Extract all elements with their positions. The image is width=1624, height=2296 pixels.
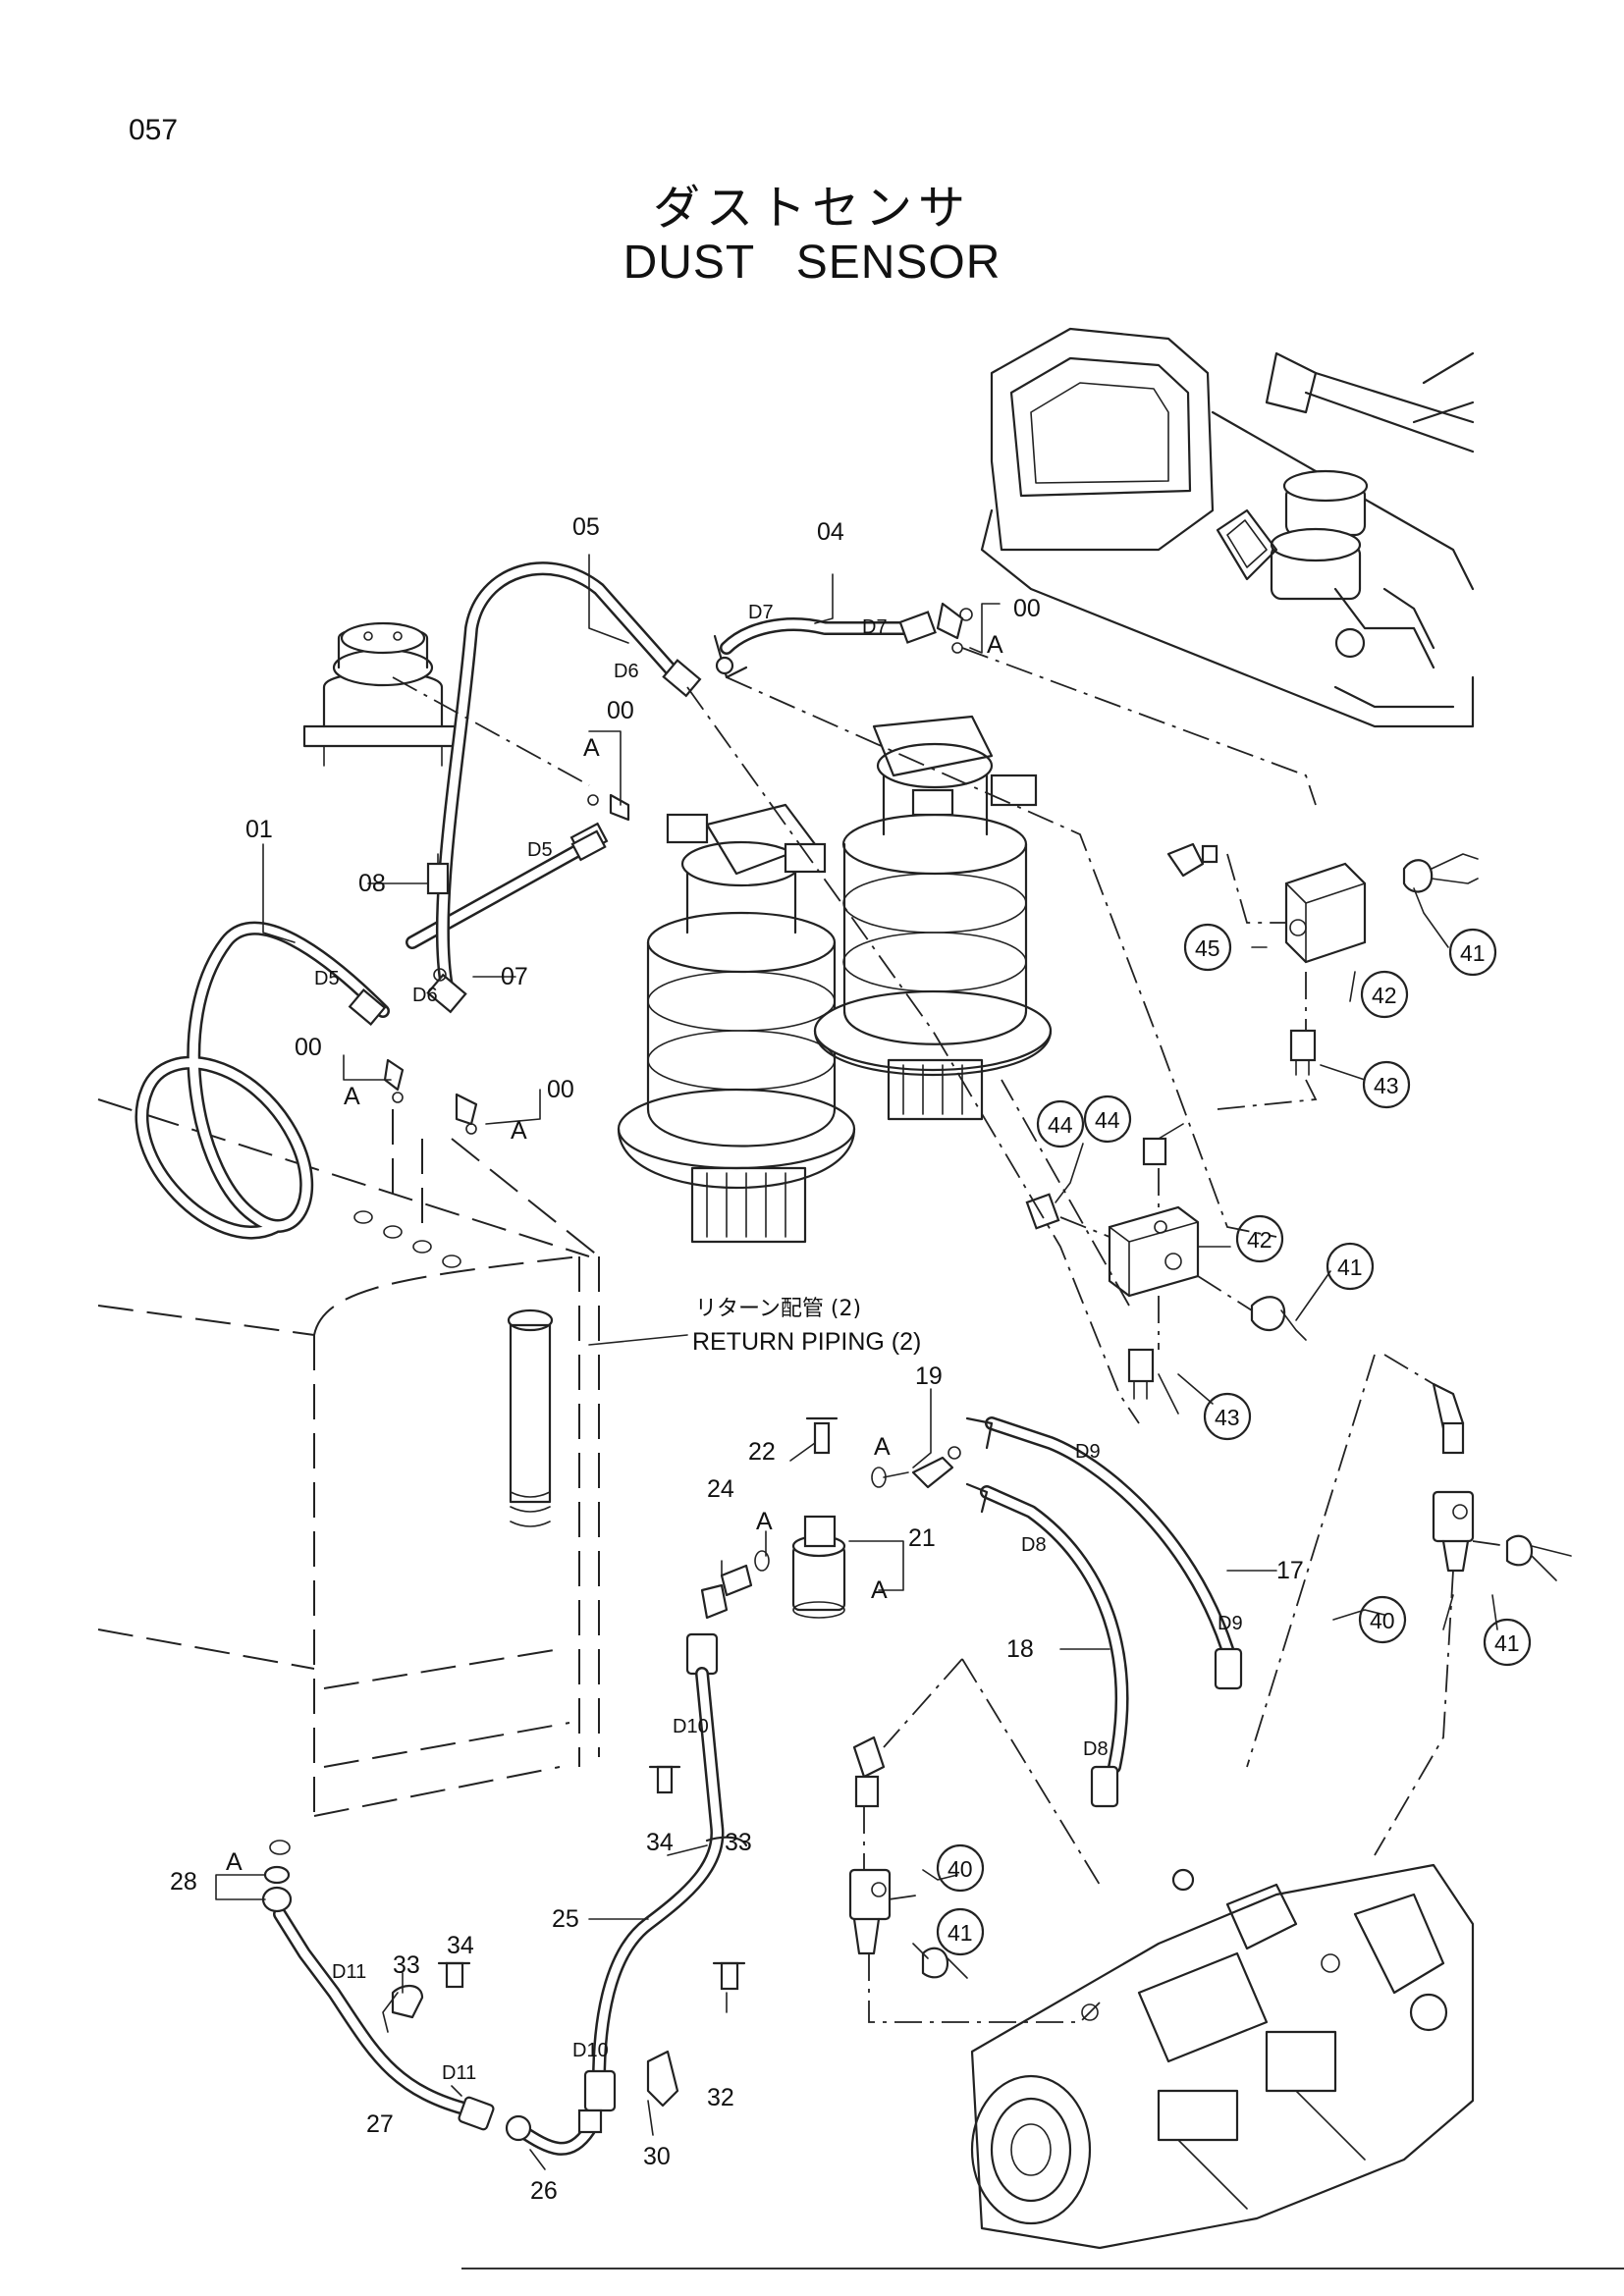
marker-d10-lower: D10 <box>572 2040 609 2061</box>
fittings-upper <box>348 602 973 1135</box>
swing-motor-assembly <box>617 715 1053 1244</box>
marker-d6-lower: D6 <box>412 985 438 1006</box>
return-piping-label-en: RETURN PIPING (2) <box>692 1328 921 1356</box>
marker-d8-upper: D8 <box>1021 1534 1047 1556</box>
callout-33-lower: 33 <box>393 1951 420 1979</box>
callout-22: 22 <box>748 1438 776 1466</box>
page-number: 057 <box>129 114 179 146</box>
hydraulic-pump <box>970 1863 1475 2250</box>
dust-filter-21 <box>700 1416 961 1620</box>
callout-32: 32 <box>707 2084 734 2111</box>
callout-17: 17 <box>1276 1557 1304 1584</box>
part-callouts: 05 04 00 00 01 08 07 00 00 19 22 24 21 1… <box>170 513 1304 2205</box>
callout-27: 27 <box>366 2110 394 2138</box>
phantom-connection-lines <box>392 647 1508 2023</box>
circled-callout-44-right: 44 <box>1095 1107 1120 1133</box>
pressure-switches-lower <box>848 1382 1572 1979</box>
callout-01: 01 <box>245 816 273 843</box>
marker-d11-lower: D11 <box>442 2062 476 2084</box>
marker-d11-upper: D11 <box>332 1961 366 1983</box>
marker-a-19: A <box>874 1433 891 1461</box>
callout-33-upper: 33 <box>725 1829 752 1856</box>
callout-00-left: 00 <box>295 1034 322 1061</box>
sensor-block-upper <box>1166 842 1479 1076</box>
hose-end-markers: D6 D7 D7 D5 D5 D6 D9 D8 D9 D8 D10 D10 D1… <box>314 602 1243 2084</box>
circled-callout-44-left: 44 <box>1048 1112 1073 1138</box>
callout-28: 28 <box>170 1868 197 1896</box>
callout-04: 04 <box>817 518 844 546</box>
callout-05: 05 <box>572 513 600 541</box>
marker-d8-lower: D8 <box>1083 1738 1109 1760</box>
leader-lines <box>215 554 1498 2170</box>
circled-callout-43-lower: 43 <box>1215 1405 1240 1430</box>
marker-a-upper-left: A <box>583 734 600 762</box>
sensor-block-lower <box>1025 1137 1307 1400</box>
callout-18: 18 <box>1006 1635 1034 1663</box>
marker-d7-left: D7 <box>748 602 774 623</box>
callout-00-top-right: 00 <box>1013 595 1041 622</box>
marker-a-mid: A <box>511 1117 527 1145</box>
marker-a-28: A <box>226 1848 243 1876</box>
circled-callout-41-mid: 41 <box>1337 1255 1363 1280</box>
hose-04 <box>713 611 937 679</box>
hose-25 <box>583 1632 748 2112</box>
callout-30: 30 <box>643 2143 671 2170</box>
circle-45 <box>1183 923 1232 972</box>
tank-top-fittings <box>353 1109 461 1268</box>
hose-05 <box>426 561 702 1014</box>
circled-callout-42-lower: 42 <box>1247 1227 1272 1253</box>
circled-callout-43-upper: 43 <box>1374 1073 1399 1098</box>
circled-callout-41-lower: 41 <box>947 1920 973 1946</box>
circled-callout-42-upper: 42 <box>1372 983 1397 1008</box>
callout-19: 19 <box>915 1362 943 1390</box>
callout-21: 21 <box>908 1524 936 1552</box>
callout-34-lower: 34 <box>447 1932 474 1959</box>
pipe-27 <box>261 1886 495 2131</box>
marker-a-24: A <box>756 1508 773 1535</box>
callout-08: 08 <box>358 870 386 897</box>
circled-callout-41-upper: 41 <box>1460 940 1486 966</box>
circled-callout-40-right: 40 <box>1370 1608 1395 1633</box>
marker-d5-lower: D5 <box>314 968 340 989</box>
hydraulic-tank <box>97 1098 600 1817</box>
callout-25: 25 <box>552 1905 579 1933</box>
section-a-markers: A A A A A A A A <box>226 631 1003 1876</box>
marker-d7-right: D7 <box>862 616 888 638</box>
return-piping-label-jp: リターン配管 (2) <box>695 1297 861 1321</box>
marker-d9-upper: D9 <box>1075 1441 1101 1463</box>
marker-a-21: A <box>871 1576 888 1604</box>
marker-a-left: A <box>344 1083 360 1110</box>
hose-18 <box>965 1482 1129 1808</box>
callout-00-upper: 00 <box>607 697 634 724</box>
circled-callout-40-lower: 40 <box>947 1856 973 1882</box>
hose-17 <box>965 1416 1243 1690</box>
marker-d6-upper: D6 <box>614 661 639 682</box>
marker-d9-lower: D9 <box>1218 1613 1243 1634</box>
marker-d5-upper: D5 <box>527 839 553 861</box>
clamps-and-bolts <box>263 1765 746 2108</box>
callout-34-upper: 34 <box>646 1829 674 1856</box>
circled-callout-45: 45 <box>1195 935 1220 961</box>
title-japanese: ダストセンサ <box>652 181 971 236</box>
circled-callouts: 45 42 41 43 44 44 42 41 43 40 41 40 41 <box>936 923 1532 1956</box>
bottom-rule <box>461 2268 1624 2269</box>
circled-callout-41-right: 41 <box>1494 1630 1520 1656</box>
title-english: DUST SENSOR <box>623 237 1001 289</box>
callout-07: 07 <box>501 963 528 990</box>
marker-a-top-right: A <box>987 631 1003 659</box>
excavator-upper-structure <box>980 327 1475 728</box>
pipe-26 <box>505 2109 603 2156</box>
callout-00-mid: 00 <box>547 1076 574 1103</box>
marker-d10-upper: D10 <box>673 1716 709 1737</box>
sensor-mount-bracket <box>302 621 463 767</box>
callout-24: 24 <box>707 1475 734 1503</box>
return-piping-note: リターン配管 (2) RETURN PIPING (2) <box>692 1297 921 1356</box>
callout-26: 26 <box>530 2177 558 2205</box>
